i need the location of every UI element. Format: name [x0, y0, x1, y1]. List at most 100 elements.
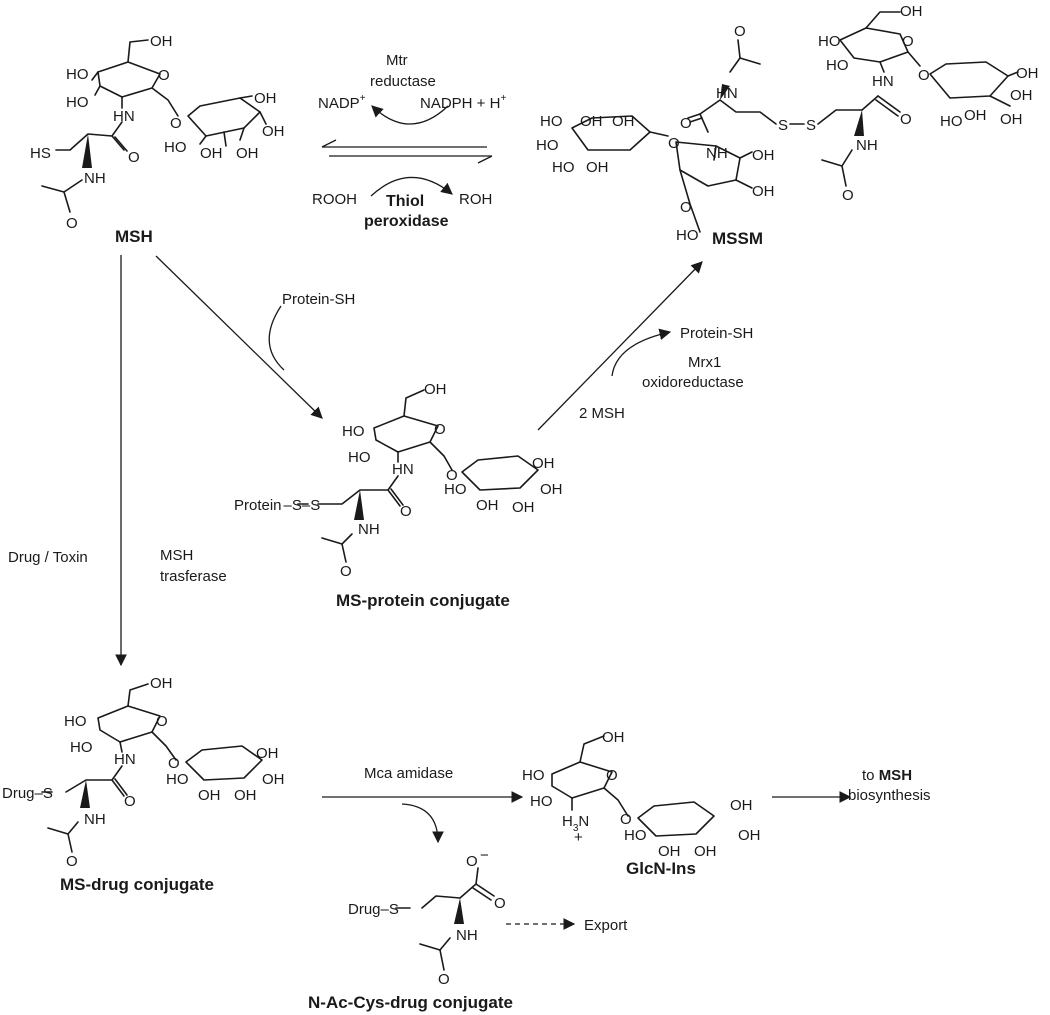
msp-ring-o: O [434, 421, 446, 438]
msd-oh: OH [256, 745, 279, 762]
mrx1-label: Mrx1 [688, 354, 721, 371]
msh-hs: HS [30, 145, 51, 162]
mssm-ho: HO [552, 159, 575, 176]
mssm-nh2: NH [706, 145, 728, 162]
msh-transferase-label: MSH [160, 547, 193, 564]
biosynthesis-label: biosynthesis [848, 787, 931, 804]
mca-amidase-reaction: Mca amidase to MSH biosynthesis Export [322, 765, 931, 934]
mssm-structure: O HN O S S O NH O NH O O OH OH HO HO HO … [536, 3, 1039, 248]
msd-ho: HO [166, 771, 189, 788]
mssm-oh: OH [1000, 111, 1023, 128]
msh-name: MSH [115, 227, 153, 246]
mssm-oh: OH [580, 113, 603, 130]
mssm-oh: OH [1010, 87, 1033, 104]
msd-hn: HN [114, 751, 136, 768]
msh-structure: OH O HO HO HN O HS O NH O OH OH HO OH OH… [30, 33, 285, 246]
nac-carboxylate-o: O [466, 853, 478, 870]
ms-protein-structure: OH O HO HO HN O Protein–S–S O NH O OH OH… [234, 381, 563, 610]
msp-oh: OH [540, 481, 563, 498]
mssm-amide-o2: O [900, 111, 912, 128]
nadp-label: NADP+ [318, 93, 366, 112]
msh-ho: HO [66, 66, 89, 83]
mtr-label-2: reductase [370, 73, 436, 90]
two-msh-label: 2 MSH [579, 405, 625, 422]
msp-ho: HO [444, 481, 467, 498]
nac-drug: Drug–S [348, 901, 399, 918]
mssm-oh: OH [900, 3, 923, 20]
msh-amide-o: O [128, 149, 140, 166]
msp-ho: HO [342, 423, 365, 440]
msh-oh: OH [150, 33, 173, 50]
mtr-label: Mtr [386, 52, 408, 69]
n-ac-cys-structure: O − O Drug–S NH O N-Ac-Cys-drug conjugat… [308, 847, 513, 1012]
roh-label: ROH [459, 191, 492, 208]
msh-oh: OH [200, 145, 223, 162]
msd-drug: Drug–S [2, 785, 53, 802]
mssm-oh: OH [964, 107, 987, 124]
msd-amide-o: O [124, 793, 136, 810]
mssm-amide-o: O [680, 115, 692, 132]
glcn-oh: OH [658, 843, 681, 860]
msp-ho: HO [348, 449, 371, 466]
mssm-ho: HO [818, 33, 841, 50]
mssm-oh: OH [586, 159, 609, 176]
msd-ring-o: O [156, 713, 168, 730]
msp-protein-s: Protein–S–S [234, 497, 320, 514]
msh-ring-o: O [158, 67, 170, 84]
msd-oh: OH [198, 787, 221, 804]
protein-sh-in-label: Protein-SH [282, 291, 355, 308]
glcn-link-o: O [620, 811, 632, 828]
msh-oh: OH [236, 145, 259, 162]
msd-ho: HO [70, 739, 93, 756]
msp-nh: NH [358, 521, 380, 538]
ms-drug-structure: OH O HO HO HN O Drug–S O NH O OH OH HO O… [2, 675, 285, 894]
mssm-ho: HO [536, 137, 559, 154]
mssm-hn2: HN [872, 73, 894, 90]
msd-oh: OH [234, 787, 257, 804]
glcn-oh: OH [694, 843, 717, 860]
mssm-acetyl-o2: O [842, 187, 854, 204]
ms-protein-name: MS-protein conjugate [336, 591, 510, 610]
glcn-oh: OH [738, 827, 761, 844]
mssm-hn: HN [716, 85, 738, 102]
msp-oh: OH [532, 455, 555, 472]
protein-sh-out-label: Protein-SH [680, 325, 753, 342]
mssm-ho: HO [676, 227, 699, 244]
msp-amide-o: O [400, 503, 412, 520]
glcn-ho: HO [530, 793, 553, 810]
msp-oh: OH [424, 381, 447, 398]
nac-acetyl-o: O [438, 971, 450, 988]
msp-link-o: O [446, 467, 458, 484]
mssm-link-o: O [668, 135, 680, 152]
mssm-name: MSSM [712, 229, 763, 248]
ms-drug-name: MS-drug conjugate [60, 875, 214, 894]
mssm-ho: HO [540, 113, 563, 130]
glcn-ho: HO [522, 767, 545, 784]
msh-transferase-label-2: trasferase [160, 568, 227, 585]
mrx1-label-2: oxidoreductase [642, 374, 744, 391]
mssm-s2: S [806, 117, 816, 134]
glcn-ring-o: O [606, 767, 618, 784]
glcn-ins-structure: OH O HO HO H3N + O OH OH HO OH OH GlcN-I… [522, 729, 761, 878]
n-ac-cys-name: N-Ac-Cys-drug conjugate [308, 993, 513, 1012]
redox-equilibrium: Mtr reductase NADP+ NADPH + H+ ROOH ROH … [312, 52, 506, 230]
mssm-ho: HO [940, 113, 963, 130]
msp-oh: OH [512, 499, 535, 516]
nac-o: O [494, 895, 506, 912]
msd-oh: OH [150, 675, 173, 692]
mssm-nh: NH [856, 137, 878, 154]
msp-hn: HN [392, 461, 414, 478]
mrx1-reaction: Protein-SH Mrx1 oxidoreductase 2 MSH [537, 261, 753, 431]
glcn-plus: + [574, 829, 583, 846]
mssm-acetyl-o: O [734, 23, 746, 40]
mssm-oh: OH [752, 147, 775, 164]
msh-oh: OH [254, 90, 277, 107]
msd-acetyl-o: O [66, 853, 78, 870]
rooh-label: ROOH [312, 191, 357, 208]
msh-oh: OH [262, 123, 285, 140]
mssm-oh: OH [1016, 65, 1039, 82]
msp-acetyl-o: O [340, 563, 352, 580]
drug-toxin-label: Drug / Toxin [8, 549, 88, 566]
msh-ho: HO [164, 139, 187, 156]
